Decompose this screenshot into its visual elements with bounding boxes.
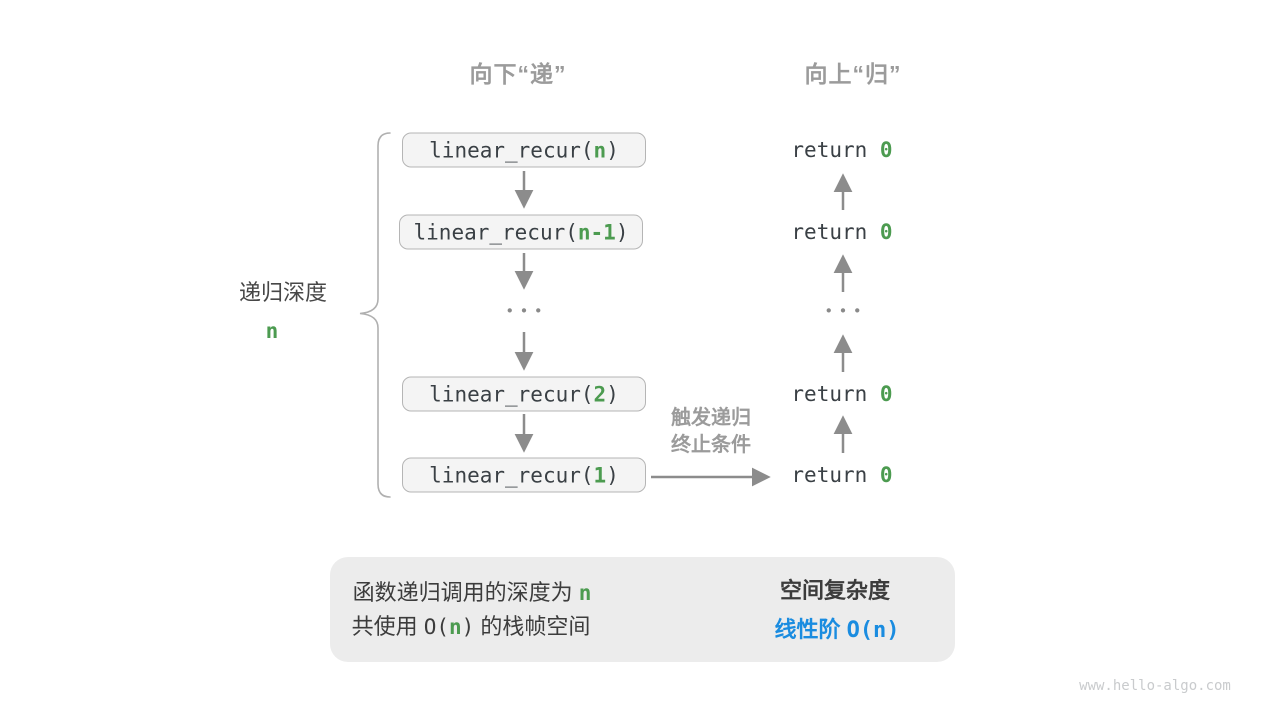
call-code: linear_recur(2) bbox=[429, 382, 619, 406]
summary-depth-line: 函数递归调用的深度为 n bbox=[352, 580, 592, 605]
recursion-depth-label: 递归深度 bbox=[238, 280, 328, 305]
base-case-trigger-label: 触发递归 终止条件 bbox=[671, 407, 751, 456]
recursion-depth-value: n bbox=[265, 319, 279, 343]
ascend-ellipsis: ••• bbox=[826, 302, 869, 320]
watermark: www.hello-algo.com bbox=[1079, 678, 1231, 694]
call-box-2: linear_recur(2) bbox=[402, 376, 646, 412]
summary-stack-line: 共使用 O(n) 的栈帧空间 bbox=[351, 614, 591, 639]
call-code: linear_recur(1) bbox=[429, 463, 619, 487]
return-statement-1: return 0 bbox=[791, 138, 893, 162]
call-code: linear_recur(n-1) bbox=[413, 220, 629, 244]
call-box-n-1: linear_recur(n-1) bbox=[399, 214, 643, 250]
return-statement-4: return 0 bbox=[791, 463, 893, 487]
space-complexity-title: 空间复杂度 bbox=[779, 578, 891, 603]
call-box-n: linear_recur(n) bbox=[402, 132, 646, 168]
call-box-1: linear_recur(1) bbox=[402, 457, 646, 493]
summary-box bbox=[330, 557, 955, 662]
return-statement-3: return 0 bbox=[791, 382, 893, 406]
left-curly-brace bbox=[359, 132, 391, 498]
descend-ellipsis: ••• bbox=[507, 302, 550, 320]
descend-header: 向下“递” bbox=[469, 61, 567, 87]
return-statement-2: return 0 bbox=[791, 220, 893, 244]
space-complexity-result: 线性阶 O(n) bbox=[774, 617, 900, 643]
ascend-header: 向上“归” bbox=[804, 61, 902, 87]
call-code: linear_recur(n) bbox=[429, 138, 619, 162]
